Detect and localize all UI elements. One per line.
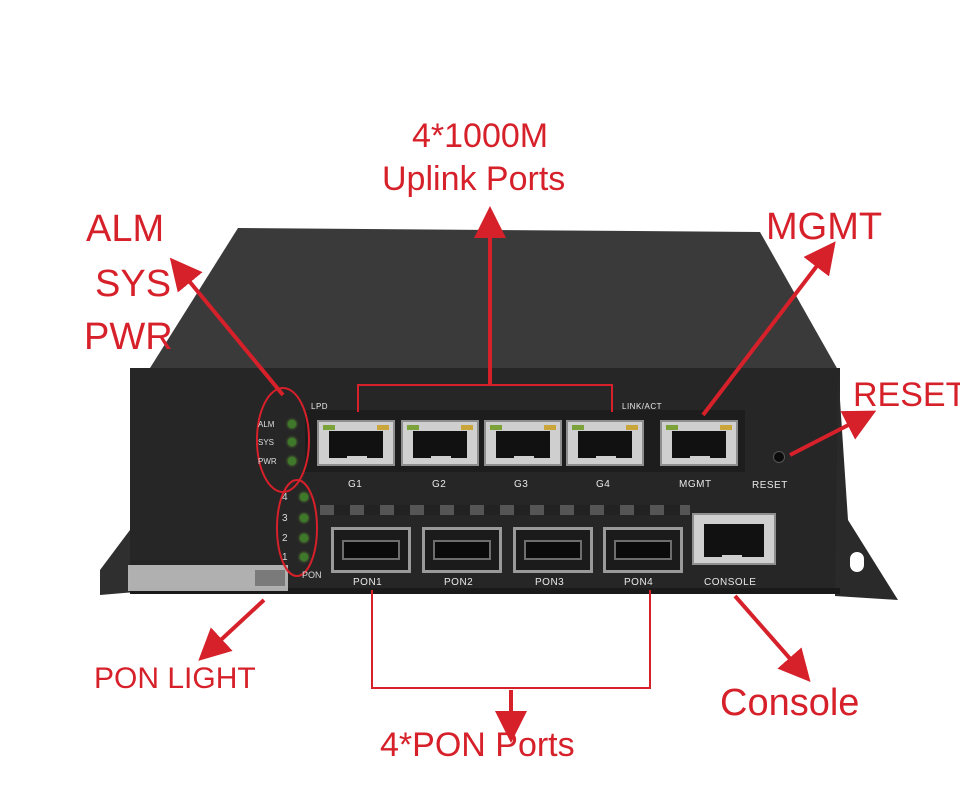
- lpd-label: LPD: [311, 402, 329, 411]
- uplink-annotation-line1: 4*1000M: [412, 117, 549, 155]
- pon-light-annotation: PON LIGHT: [94, 662, 256, 695]
- uplink-port-g3-label: G3: [514, 479, 529, 490]
- link-act-label: LINK/ACT: [622, 402, 663, 411]
- mgmt-port-label: MGMT: [679, 479, 712, 490]
- pwr-led: [288, 457, 296, 465]
- uplink-bracket-icon: [357, 384, 613, 412]
- reset-arrow-icon: [789, 410, 877, 457]
- pon-ports-annotation: 4*PON Ports: [380, 726, 575, 764]
- uplink-port-g1-label: G1: [348, 479, 363, 490]
- status-arrow-icon: [169, 257, 285, 397]
- pon-led-4: [300, 493, 308, 501]
- pon-led-2: [300, 534, 308, 542]
- uplink-port-g1[interactable]: [317, 420, 395, 466]
- mgmt-annotation: MGMT: [766, 206, 883, 248]
- console-arrow-icon: [733, 594, 811, 683]
- uplink-annotation-line2: Uplink Ports: [382, 160, 566, 198]
- pon-port-3[interactable]: [513, 527, 593, 573]
- pon-bracket-icon: [371, 590, 651, 689]
- pon-port-4[interactable]: [603, 527, 683, 573]
- pon-port-1[interactable]: [331, 527, 411, 573]
- pon-port-1-label: PON1: [353, 577, 383, 588]
- pon-led-number-1: 1: [282, 552, 288, 563]
- chassis-top: [150, 228, 838, 370]
- sys-annotation: SYS: [95, 263, 172, 305]
- sys-led-label: SYS: [258, 438, 275, 447]
- pon-port-2-label: PON2: [444, 577, 474, 588]
- sys-led: [288, 438, 296, 446]
- uplink-port-g2[interactable]: [401, 420, 479, 466]
- label-sticker-shade: [255, 570, 285, 586]
- pon-led-label: PON: [302, 570, 322, 580]
- pon-led-number-2: 2: [282, 533, 288, 544]
- pon-light-arrow-icon: [198, 598, 266, 661]
- console-port-label: CONSOLE: [704, 577, 757, 588]
- mount-hole: [850, 552, 864, 572]
- console-annotation: Console: [720, 682, 860, 724]
- pon-led-highlight-circle-icon: [276, 479, 318, 577]
- reset-button-label: RESET: [752, 480, 788, 491]
- console-port[interactable]: [692, 513, 776, 565]
- mgmt-arrow-icon: [701, 241, 836, 417]
- uplink-port-g3[interactable]: [484, 420, 562, 466]
- pon-port-3-label: PON3: [535, 577, 565, 588]
- pwr-led-label: PWR: [258, 457, 277, 466]
- pon-led-3: [300, 514, 308, 522]
- uplink-port-g2-label: G2: [432, 479, 447, 490]
- reset-annotation: RESET: [853, 376, 960, 414]
- pon-led-1: [300, 553, 308, 561]
- mgmt-port[interactable]: [660, 420, 738, 466]
- sfp-rail: [320, 505, 690, 515]
- uplink-port-g4-label: G4: [596, 479, 611, 490]
- chassis-right-ear: [835, 370, 898, 600]
- uplink-port-g4[interactable]: [566, 420, 644, 466]
- chassis-bottom-edge: [130, 588, 840, 594]
- pon-port-2[interactable]: [422, 527, 502, 573]
- pwr-annotation: PWR: [84, 316, 173, 358]
- reset-button[interactable]: [773, 451, 785, 463]
- alm-led-label: ALM: [258, 420, 275, 429]
- alm-annotation: ALM: [86, 208, 165, 250]
- pon-port-4-label: PON4: [624, 577, 654, 588]
- pon-led-number-4: 4: [282, 492, 288, 503]
- pon-led-number-3: 3: [282, 513, 288, 524]
- alm-led: [288, 420, 296, 428]
